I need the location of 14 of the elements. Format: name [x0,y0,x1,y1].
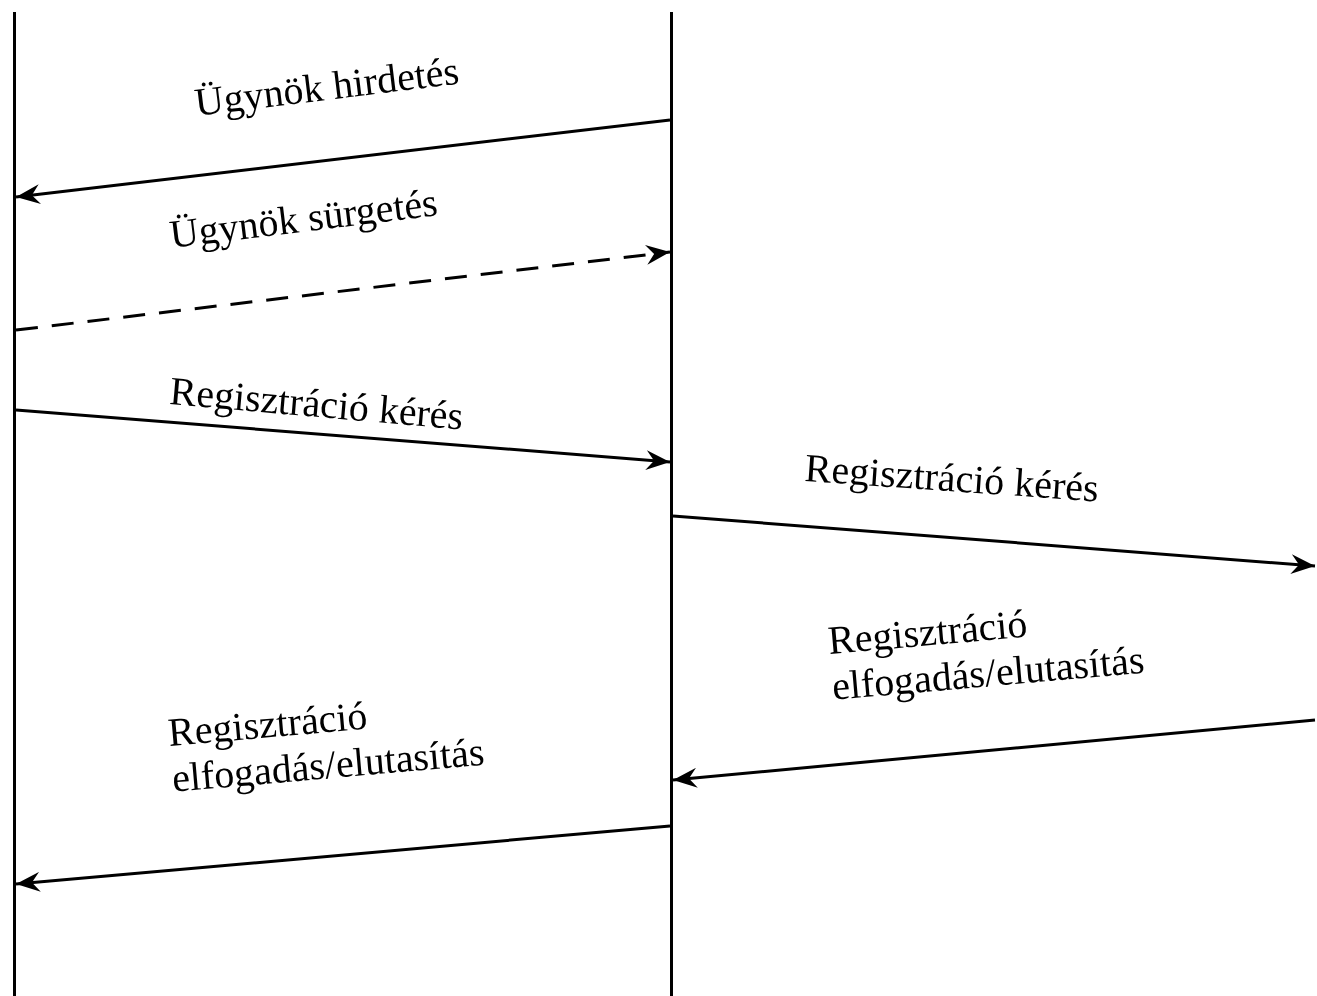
arrow [15,408,671,471]
edge-label: Ügynök sürgetés [167,179,441,258]
edge-label: Regisztráció elfogadás/elutasítás [166,691,487,802]
edge-label: Regisztráció kérés [803,445,1101,512]
lifeline [670,12,673,996]
arrow [15,244,671,332]
arrow [672,514,1316,575]
edge-label: Regisztráció elfogadás/elutasítás [826,599,1147,710]
arrow [15,118,671,205]
arrow [15,824,671,892]
edge-label: Regisztráció kérés [168,368,466,440]
arrow [672,718,1316,788]
lifeline [13,12,16,996]
edge-label: Ügynök hirdetés [192,47,462,126]
